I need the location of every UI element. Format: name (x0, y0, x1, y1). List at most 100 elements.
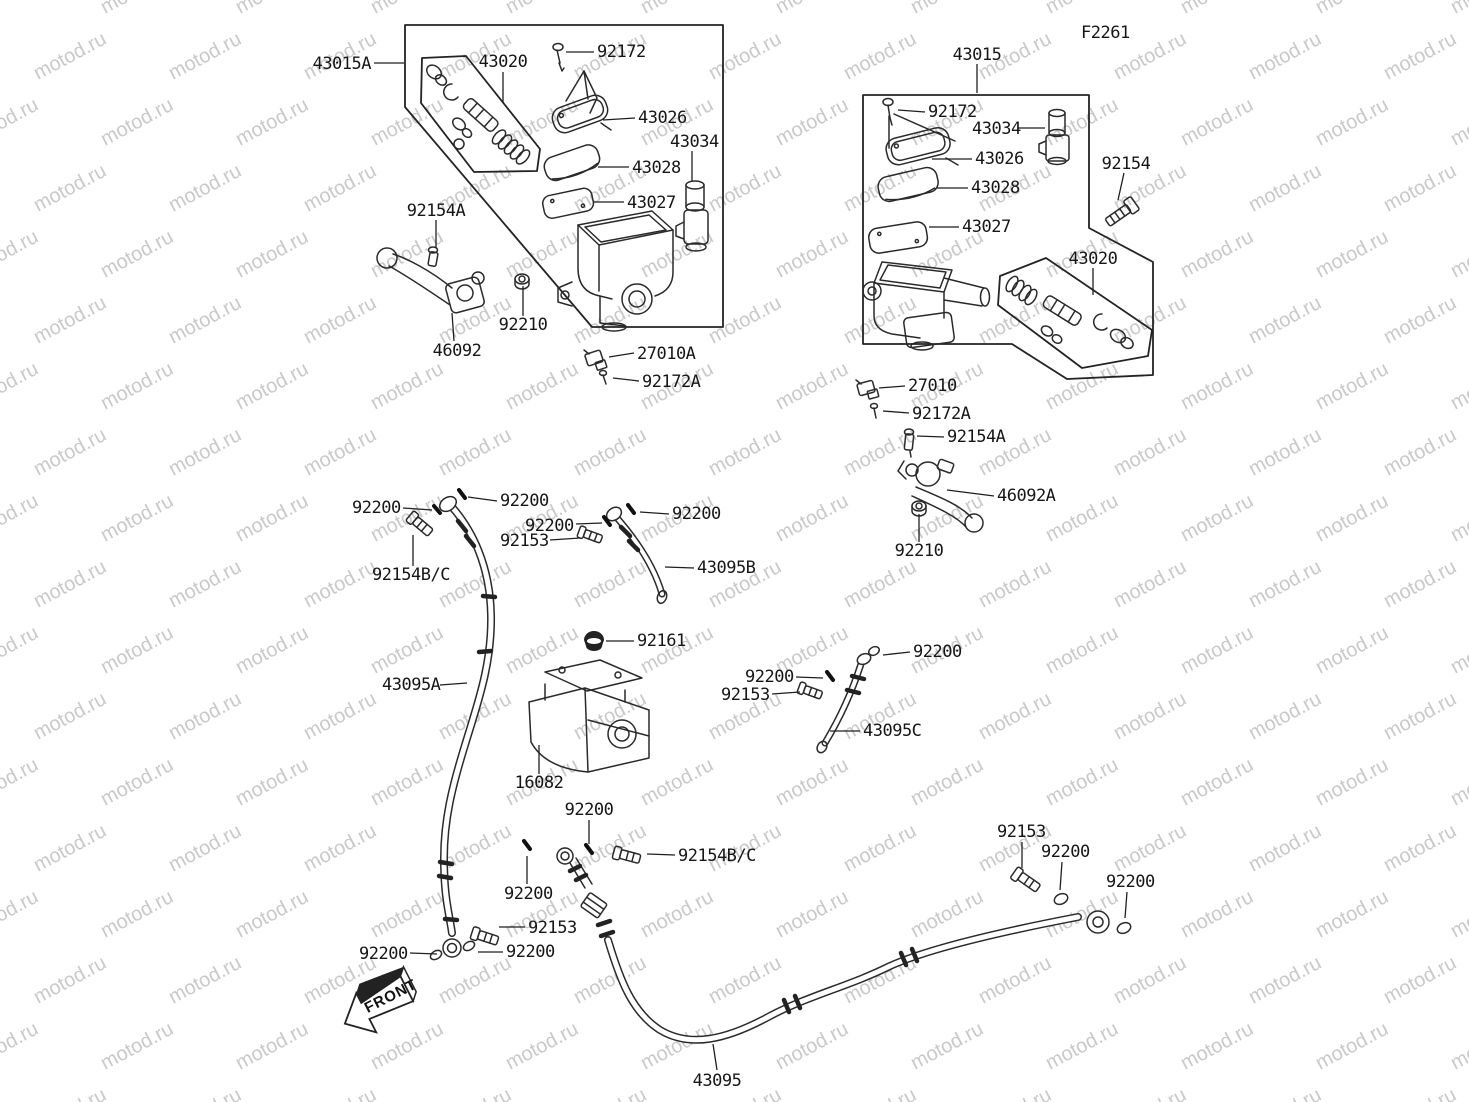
watermark-text: motod.ru (1042, 358, 1122, 414)
watermark-text: motod.ru (232, 886, 312, 942)
bolt-92154bc-left-drawing (405, 510, 434, 537)
watermark-text: motod.ru (705, 952, 785, 1008)
watermark-text: motod.ru (165, 424, 245, 480)
bolt-92153-hoseB-drawing (576, 525, 603, 544)
watermark-text: motod.ru (300, 820, 380, 876)
watermark-text: motod.ru (1177, 754, 1257, 810)
part-label-43095C: 43095C (863, 721, 921, 741)
watermark-text: motod.ru (840, 292, 920, 348)
watermark-text: motod.ru (1245, 820, 1325, 876)
watermark-text: motod.ru (97, 490, 177, 546)
watermark-text: motod.ru (1042, 886, 1122, 942)
part-label-92200: 92200 (745, 667, 794, 687)
watermark-text: motod.ru (907, 1018, 987, 1074)
watermark-text: motod.ru (300, 1084, 380, 1102)
watermark-text: motod.ru (1447, 358, 1469, 414)
watermark-text: motod.ru (97, 754, 177, 810)
brake-lever-right-drawing (897, 458, 984, 533)
watermark-text: motod.ru (637, 754, 717, 810)
watermark-text: motod.ru (30, 28, 110, 84)
watermark-text: motod.ru (97, 94, 177, 150)
reservoir-cap-right-drawing (868, 97, 959, 254)
watermark-text: motod.ru (1380, 28, 1460, 84)
watermark-text: motod.ru (1177, 0, 1257, 18)
watermark-text: motod.ru (772, 754, 852, 810)
leader-line-92154B/C (646, 853, 676, 856)
part-label-92172: 92172 (597, 42, 646, 62)
watermark-text: motod.ru (165, 952, 245, 1008)
part-label-92154: 92154 (1102, 154, 1151, 174)
watermark-text: motod.ru (1042, 754, 1122, 810)
leader-line-92200 (639, 511, 670, 515)
abs-unit-16082-drawing (528, 659, 650, 773)
watermark-text: motod.ru (570, 556, 650, 612)
bolt-92154bc-bottom-drawing (611, 845, 642, 864)
watermark-text: motod.ru (1380, 952, 1460, 1008)
part-label-46092: 46092 (433, 341, 482, 361)
leader-line-92200 (402, 507, 433, 511)
nut-92210-left-drawing (514, 273, 530, 290)
master-cylinder-left-drawing (557, 210, 674, 332)
watermark-text: motod.ru (1042, 0, 1122, 18)
watermark-text: motod.ru (975, 292, 1055, 348)
piston-kit-right-drawing (1005, 275, 1134, 350)
watermark-text: motod.ru (300, 556, 380, 612)
watermark-text: motod.ru (907, 754, 987, 810)
part-label-92200: 92200 (506, 942, 555, 962)
watermark-text: motod.ru (232, 490, 312, 546)
watermark-text: motod.ru (1312, 0, 1392, 18)
watermark-text: motod.ru (975, 1084, 1055, 1102)
joint-43034-left-drawing (675, 180, 709, 252)
switch-27010a-drawing (583, 349, 608, 371)
watermark-text: motod.ru (30, 556, 110, 612)
watermark-text: motod.ru (772, 94, 852, 150)
left-kit-boundary-box (404, 24, 724, 328)
watermark-text: motod.ru (840, 1084, 920, 1102)
part-label-92200: 92200 (1041, 842, 1090, 862)
brake-lever-left-drawing (376, 247, 485, 314)
watermark-text: motod.ru (367, 226, 447, 282)
watermark-text: motod.ru (165, 28, 245, 84)
watermark-text: motod.ru (975, 556, 1055, 612)
watermark-text: motod.ru (1042, 622, 1122, 678)
watermark-text: motod.ru (1380, 820, 1460, 876)
right-piston-kit-box (997, 257, 1153, 369)
part-label-43034: 43034 (972, 119, 1021, 139)
watermark-text: motod.ru (1177, 226, 1257, 282)
watermark-text: motod.ru (1042, 1018, 1122, 1074)
watermark-text: motod.ru (1312, 754, 1392, 810)
watermark-text: motod.ru (30, 160, 110, 216)
leader-line-92200 (1059, 861, 1063, 891)
watermark-text: motod.ru (165, 292, 245, 348)
watermark-text: motod.ru (367, 622, 447, 678)
watermark-text: motod.ru (975, 688, 1055, 744)
watermark-text: motod.ru (1110, 424, 1190, 480)
part-label-92153: 92153 (721, 685, 770, 705)
watermark-text: motod.ru (1447, 94, 1469, 150)
watermark-text: motod.ru (637, 0, 717, 18)
watermark-text: motod.ru (637, 886, 717, 942)
leader-line-92172A (612, 377, 640, 382)
part-label-43095B: 43095B (697, 558, 756, 578)
watermark-text: motod.ru (300, 160, 380, 216)
watermark-text: motod.ru (705, 424, 785, 480)
part-label-92200: 92200 (359, 944, 408, 964)
bolt-92154-right-drawing (1104, 196, 1140, 227)
watermark-text: motod.ru (1245, 1084, 1325, 1102)
watermark-text: motod.ru (1245, 688, 1325, 744)
watermark-text: motod.ru (772, 490, 852, 546)
hose-43095c-drawing (816, 645, 881, 754)
watermark-text: motod.ru (1177, 358, 1257, 414)
leader-line-43095B (664, 566, 695, 569)
watermark-text: motod.ru (1245, 952, 1325, 1008)
watermark-text: motod.ru (840, 160, 920, 216)
part-label-43020: 43020 (479, 52, 528, 72)
watermark-text: motod.ru (0, 1018, 42, 1074)
watermark-text: motod.ru (570, 424, 650, 480)
watermark-text: motod.ru (502, 358, 582, 414)
watermark-text: motod.ru (1312, 94, 1392, 150)
watermark-text: motod.ru (367, 358, 447, 414)
grommet-92161-drawing (584, 631, 604, 651)
switch-27010-drawing (855, 379, 880, 400)
